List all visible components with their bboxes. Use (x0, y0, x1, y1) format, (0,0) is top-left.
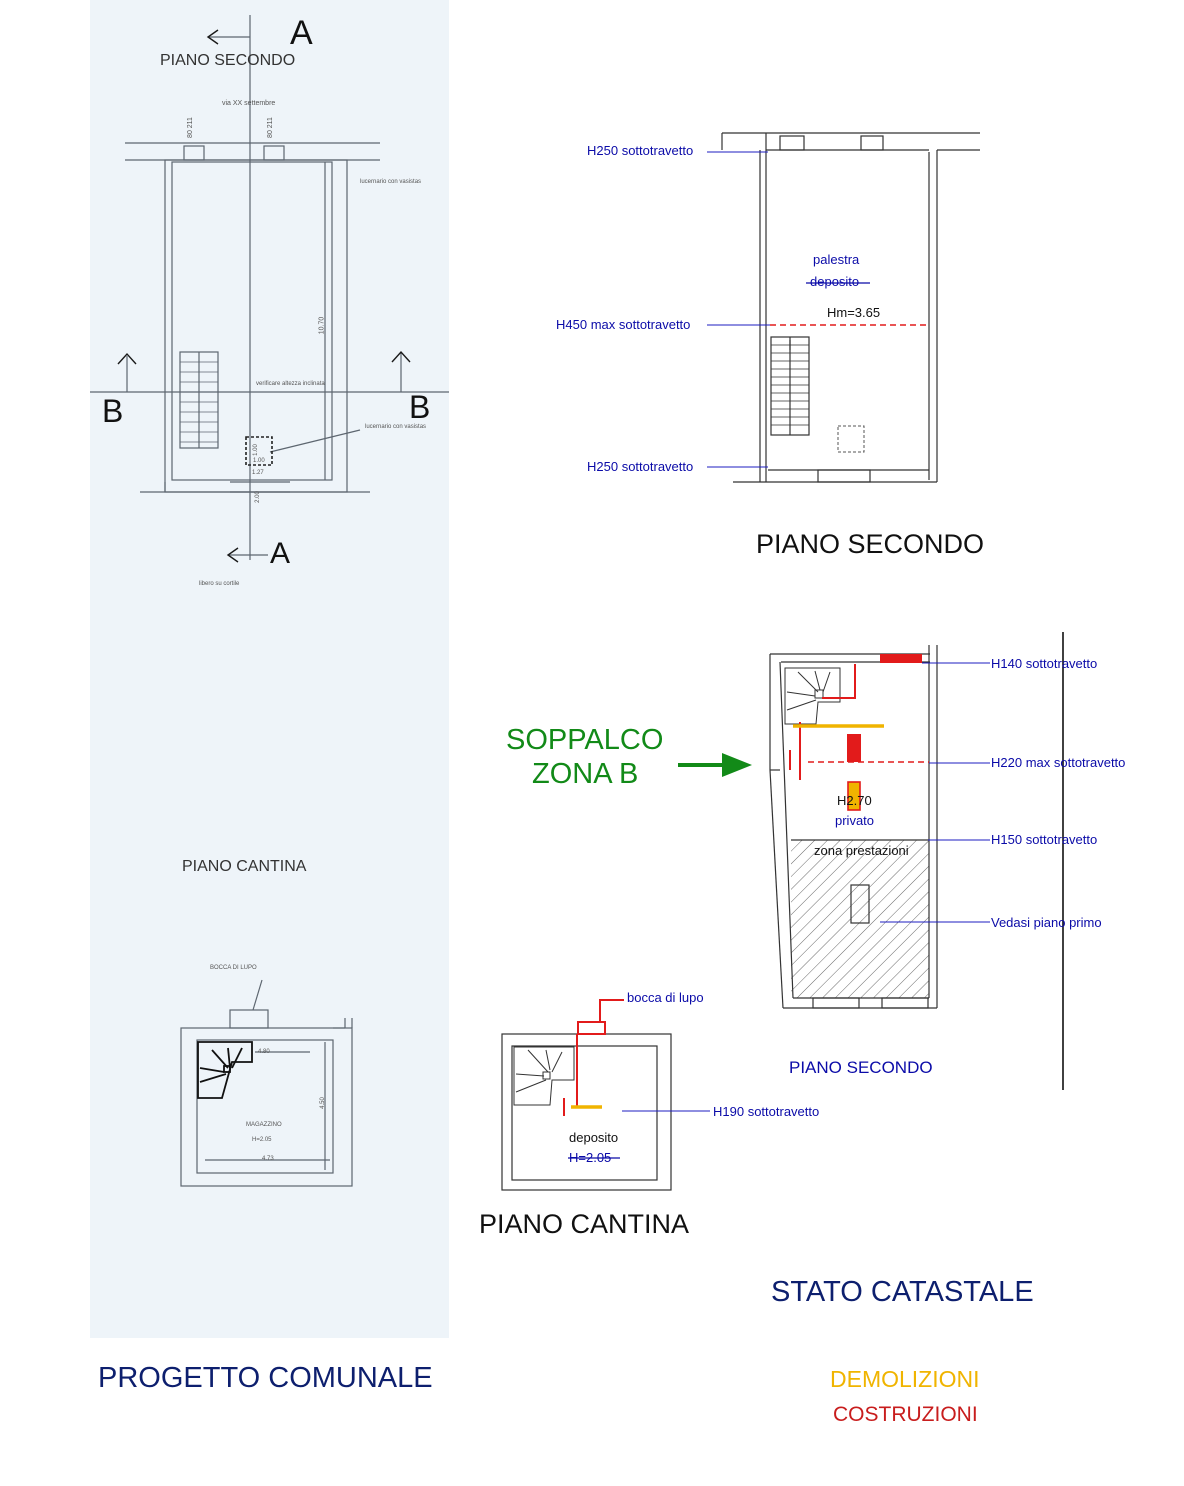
hm-label: Hm=3.65 (827, 305, 881, 320)
dim-bottom-label: 1.27 (252, 470, 264, 476)
cortile-label: libero su cortile (199, 581, 240, 587)
bocca-di-lupo-label: bocca di lupo (627, 990, 704, 1005)
cantina-height-old-label: H=2.05 (569, 1150, 612, 1165)
progetto-comunale-scan (90, 0, 449, 1338)
legend-demolizioni: DEMOLIZIONI (830, 1366, 980, 1392)
dim-skylight-2-label: 1.00 (253, 458, 265, 464)
h250-top-label: H250 sottotravetto (587, 143, 694, 158)
section-b-right-label: B (409, 389, 431, 425)
cantina-deposito-label: deposito (569, 1130, 619, 1145)
progetto-cantina-room: MAGAZZINO (246, 1122, 282, 1128)
progetto-dim-width-bottom: 4.73 (262, 1156, 274, 1162)
soppalco-height-label: H2.70 (837, 793, 872, 808)
progetto-piano-cantina-title: PIANO CANTINA (182, 858, 307, 875)
progetto-comunale-title: PROGETTO COMUNALE (98, 1362, 433, 1394)
catastale-piano-cantina-title: PIANO CANTINA (479, 1209, 690, 1239)
zona-prestazioni-label: zona prestazioni (814, 843, 909, 858)
h150-label: H150 sottotravetto (991, 832, 1098, 847)
progetto-cantina-height: H=2.05 (252, 1137, 272, 1143)
h250-bottom-label: H250 sottotravetto (587, 459, 694, 474)
street-label: via XX settembre (222, 100, 276, 107)
section-a-bottom-label: A (270, 537, 291, 570)
stato-catastale-title: STATO CATASTALE (771, 1276, 1034, 1308)
progetto-bocca-label: BOCCA DI LUPO (210, 965, 257, 971)
progetto-dim-width-top: 4.80 (258, 1049, 270, 1055)
deposito-old-label: deposito (810, 274, 860, 289)
palestra-label: palestra (813, 252, 860, 267)
soppalco-plan-title: PIANO SECONDO (789, 1058, 933, 1077)
section-b-left-label: B (102, 393, 124, 429)
h140-label: H140 sottotravetto (991, 656, 1098, 671)
soppalco-title-line2: ZONA B (532, 758, 639, 790)
progetto-piano-secondo-title: PIANO SECONDO (160, 52, 296, 69)
h450-label: H450 max sottotravetto (556, 317, 691, 332)
vedasi-label: Vedasi piano primo (991, 915, 1102, 930)
privato-label: privato (835, 813, 875, 828)
lucernario-bottom-label: lucernario con vasistas (365, 424, 427, 430)
lucernario-top-label: lucernario con vasistas (360, 179, 422, 185)
section-a-top-label: A (290, 14, 313, 52)
legend-costruzioni: COSTRUZIONI (833, 1403, 978, 1426)
catastale-piano-secondo-title: PIANO SECONDO (756, 529, 985, 559)
h220-label: H220 max sottotravetto (991, 755, 1126, 770)
soppalco-title-line1: SOPPALCO (506, 724, 664, 756)
h190-label: H190 sottotravetto (713, 1104, 820, 1119)
verifica-label: verificare altezza inclinata (256, 381, 325, 387)
